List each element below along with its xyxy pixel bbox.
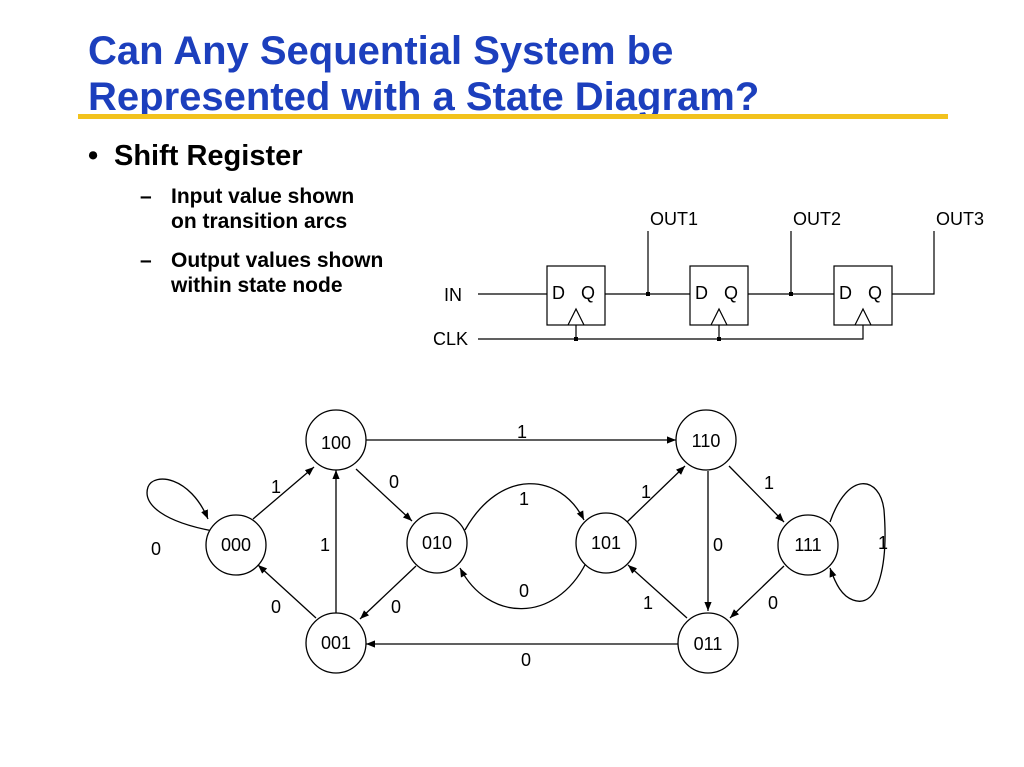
edge-110-111 (728, 465, 785, 523)
transition-label: 0 (391, 597, 401, 617)
transition-label: 1 (641, 482, 651, 502)
ff1-d-label: D (552, 283, 565, 303)
in-label: IN (444, 285, 462, 305)
transition-label: 1 (878, 533, 888, 553)
clock-triangle-3 (854, 307, 872, 326)
sub-bullet-line: on transition arcs (171, 210, 348, 233)
state-label: 010 (422, 533, 452, 553)
title-line-2: Represented with a State Diagram? (88, 75, 760, 119)
transition-label: 0 (519, 581, 529, 601)
ff3-d-label: D (839, 283, 852, 303)
clock-triangle-2 (710, 307, 728, 326)
sub-bullet-dash: – (140, 185, 152, 208)
transition-label: 1 (764, 473, 774, 493)
state-label: 101 (591, 533, 621, 553)
sub-bullet-line: Output values shown (171, 249, 384, 272)
bullet-text: Shift Register (114, 140, 303, 172)
state-node-000 (205, 514, 267, 576)
state-transitions (146, 436, 886, 648)
edge-111-011 (729, 565, 785, 619)
bullet-dot: • (88, 140, 99, 172)
edge-101-110 (626, 465, 686, 523)
title-line-1: Can Any Sequential System be (88, 29, 674, 73)
edge-010-001 (359, 565, 417, 620)
state-label: 110 (692, 431, 721, 451)
state-node-001 (305, 612, 367, 674)
junction-dot (789, 292, 793, 296)
out2-label: OUT2 (793, 209, 841, 229)
edge-010-101 (464, 483, 585, 531)
sub-bullet-line: within state node (171, 274, 343, 297)
transition-label: 0 (271, 597, 281, 617)
transition-label: 1 (643, 593, 653, 613)
sub-bullet-dash: – (140, 249, 152, 272)
junction-dots (574, 292, 793, 341)
edge-100-010 (355, 468, 413, 522)
junction-dot (717, 337, 721, 341)
out3-wire (892, 231, 935, 295)
state-nodes (205, 409, 839, 674)
bullet-shift-register: • Shift Register (88, 140, 303, 173)
out1-label: OUT1 (650, 209, 698, 229)
transition-label: 0 (521, 650, 531, 670)
sub-bullet-input: – Input value shown on transition arcs (140, 184, 440, 234)
ff2-d-label: D (695, 283, 708, 303)
shift-register-circuit (478, 231, 935, 340)
edge-111-self (829, 483, 886, 602)
edge-000-self (146, 478, 214, 532)
transition-label: 0 (768, 593, 778, 613)
state-label: 111 (794, 535, 821, 555)
edge-011-101 (627, 564, 688, 619)
transition-label: 1 (517, 422, 527, 442)
state-node-100 (305, 409, 367, 471)
transition-label: 1 (519, 489, 529, 509)
clock-triangle-1 (567, 307, 585, 326)
title-underline (78, 114, 948, 119)
state-label: 011 (694, 634, 723, 654)
edge-101-010 (459, 562, 587, 610)
state-node-010 (406, 512, 468, 574)
junction-dot (574, 337, 578, 341)
transition-label: 0 (151, 539, 161, 559)
flipflop-1 (546, 265, 606, 326)
edge-000-100 (252, 466, 315, 520)
transition-label: 1 (271, 477, 281, 497)
edge-001-000 (257, 564, 317, 619)
out3-label: OUT3 (936, 209, 984, 229)
state-label: 000 (221, 535, 251, 555)
flipflop-3 (833, 265, 893, 326)
clk-label: CLK (433, 329, 468, 349)
ff3-q-label: Q (868, 283, 882, 303)
junction-dot (646, 292, 650, 296)
transition-label: 0 (389, 472, 399, 492)
ff2-q-label: Q (724, 283, 738, 303)
sub-bullet-output: – Output values shown within state node (140, 248, 440, 298)
transition-label: 1 (320, 535, 330, 555)
flipflop-2 (689, 265, 749, 326)
state-node-011 (677, 612, 739, 674)
slide-title: Can Any Sequential System be Represented… (88, 28, 759, 120)
state-node-101 (575, 512, 637, 574)
state-label: 100 (321, 433, 351, 453)
ff1-q-label: Q (581, 283, 595, 303)
clk-wire (478, 325, 864, 340)
state-node-111 (777, 514, 839, 576)
state-node-110 (675, 409, 737, 471)
sub-bullet-line: Input value shown (171, 185, 355, 208)
state-label: 001 (321, 633, 351, 653)
transition-label: 0 (713, 535, 723, 555)
